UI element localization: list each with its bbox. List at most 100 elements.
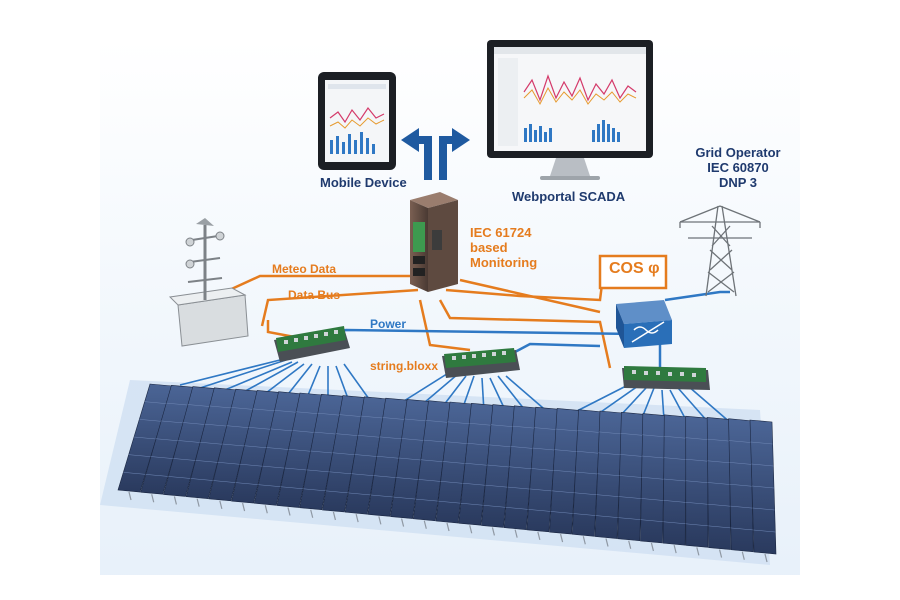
panel-cell-divider [314,431,337,435]
panel-cell-divider [426,420,449,423]
panel-cell-divider [751,463,774,467]
inverter-data-line [459,278,601,314]
cos-phi-label: COS φ [609,260,660,277]
panel-cell-divider [531,468,554,471]
panel-cell-divider [554,449,577,452]
panel-cell-divider [529,488,552,492]
panel-cell-divider [373,475,396,478]
panel-cell-divider [235,482,258,485]
controller-icon [410,192,458,292]
panel-cell-divider [512,425,535,429]
panel-cell-divider [663,478,686,482]
panel-cell-divider [619,475,642,478]
panel-cell-divider [490,424,513,427]
panel-cell-divider [187,404,210,407]
panel-cell-divider [401,438,424,441]
grid-feed-line [664,290,730,302]
panel-cell-divider [595,515,618,518]
panel-cell-divider [270,428,293,432]
panel-cell-divider [423,439,446,443]
panel-support-leg [332,511,337,521]
data-bus-line [260,288,419,327]
panel-cell-divider [329,471,352,475]
panel-cell-divider [729,484,752,487]
data-bus-label: Data Bus [288,288,341,302]
panel-cell-divider [729,440,752,443]
panel-cell-divider [226,425,249,428]
panel-cell-divider [528,509,551,512]
panel-cell-divider [685,523,708,527]
panel-cell-divider [574,492,597,496]
panel-cell-divider [599,431,622,435]
string-box-icon [622,366,710,390]
panel-cell-divider [351,473,374,476]
panel-cell-divider [620,433,643,436]
panel-cell-divider [274,410,297,413]
panel-cell-divider [708,503,731,507]
grid-operator-line-1: Grid Operator [695,145,781,160]
panel-cell-divider [288,449,311,452]
panel-cell-divider [507,486,530,490]
panel-cell-divider [447,421,470,425]
panel-cell-divider [467,443,490,446]
panel-cell-divider [150,456,173,459]
panel-cell-divider [597,473,620,476]
monitoring-label: IEC 61724 based Monitoring [470,225,538,271]
panel-cell-divider [534,427,557,430]
panel-cell-divider [465,463,488,466]
panel-cell-divider [161,420,184,424]
panel-support-leg [559,533,564,543]
panel-cell-divider [156,438,179,441]
panel-support-leg [264,505,268,514]
panel-cell-divider [231,407,254,410]
panel-support-leg [718,549,723,558]
panel-support-leg [173,496,178,505]
panel-cell-divider [440,481,463,484]
panel-cell-divider [462,482,485,486]
panel-cell-divider [620,454,643,457]
panel-cell-divider [664,435,687,439]
panel-cell-divider [404,418,427,422]
data-bus-drop-2 [418,299,471,352]
panel-cell-divider [310,450,333,454]
panel-cell-divider [200,442,223,445]
panel-cell-divider [751,485,775,489]
panel-support-leg [514,529,518,538]
panel-cell-divider [576,450,599,454]
panel-cell-divider [663,457,686,460]
monitor-icon [487,40,653,180]
panel-cell-divider [460,502,483,506]
panel-cell-divider [618,496,641,499]
panel-cell-divider [354,454,377,457]
panel-cell-divider [209,405,232,409]
panel-cell-divider [183,422,206,425]
panel-cell-divider [204,423,227,427]
panel-cell-divider [357,435,380,438]
panel-support-leg [469,525,473,534]
panel-cell-divider [438,500,461,504]
panel-cell-divider [376,456,399,459]
panel-cell-divider [555,428,578,432]
panel-cell-divider [598,452,621,456]
meteo-data-label: Meteo Data [272,262,337,276]
panel-support-leg [355,513,359,523]
mobile-device-label: Mobile Device [320,175,407,190]
panel-cell-divider [252,408,275,412]
panel-cell-divider [642,455,665,459]
panel-cell-divider [685,437,708,440]
panel-cell-divider [489,444,512,448]
monitoring-line-3: Monitoring [470,254,538,270]
panel-cell-divider [280,486,303,489]
panel-support-leg [446,522,450,532]
panel-cell-divider [266,447,289,450]
panel-cell-divider [213,480,236,483]
panel-cell-divider [296,411,319,414]
panel-cell-divider [166,402,189,406]
panel-cell-divider [550,511,573,514]
panel-cell-divider [195,460,218,463]
panel-support-leg [310,509,314,518]
panel-cell-divider [641,498,664,501]
panel-cell-divider [139,419,162,422]
cos-phi-box [598,254,668,290]
